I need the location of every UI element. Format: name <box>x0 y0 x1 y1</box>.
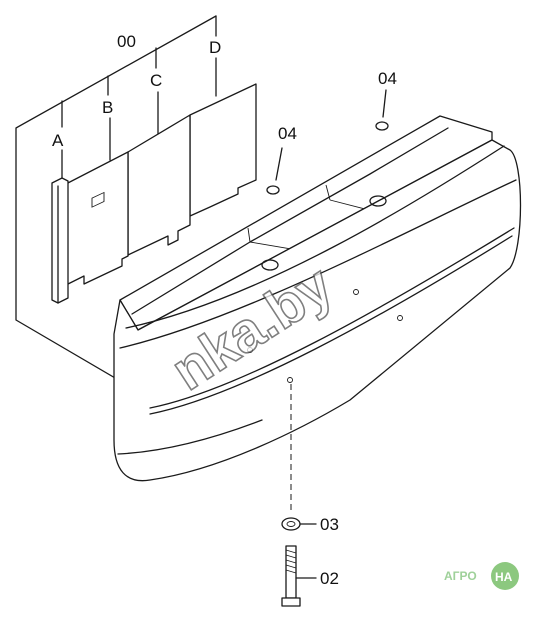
plate-b <box>63 151 129 287</box>
label-plug-right: 04 <box>378 69 397 88</box>
label-plate-b: B <box>102 98 113 117</box>
label-bolt: 02 <box>320 569 339 588</box>
label-washer: 03 <box>320 515 339 534</box>
washer <box>281 517 317 531</box>
logo-prefix: АГРО <box>444 569 477 583</box>
label-group: 00 <box>117 32 136 51</box>
plate-a <box>51 177 69 304</box>
plate-c <box>127 114 191 256</box>
brand-logo: АГРО НА <box>444 562 519 590</box>
label-plate-c: C <box>150 71 162 90</box>
group-leader-lines <box>15 15 217 383</box>
logo-badge-text: НА <box>495 570 513 584</box>
label-plate-d: D <box>209 38 221 57</box>
logo-badge-circle <box>491 562 519 590</box>
counterweight-body <box>113 115 522 482</box>
plug-left <box>266 147 283 195</box>
label-plate-a: A <box>52 131 64 150</box>
plate-d <box>189 83 257 217</box>
plate-b-slot <box>91 191 105 208</box>
bolt <box>281 545 317 607</box>
plug-right <box>375 89 389 131</box>
label-plug-left: 04 <box>278 124 297 143</box>
